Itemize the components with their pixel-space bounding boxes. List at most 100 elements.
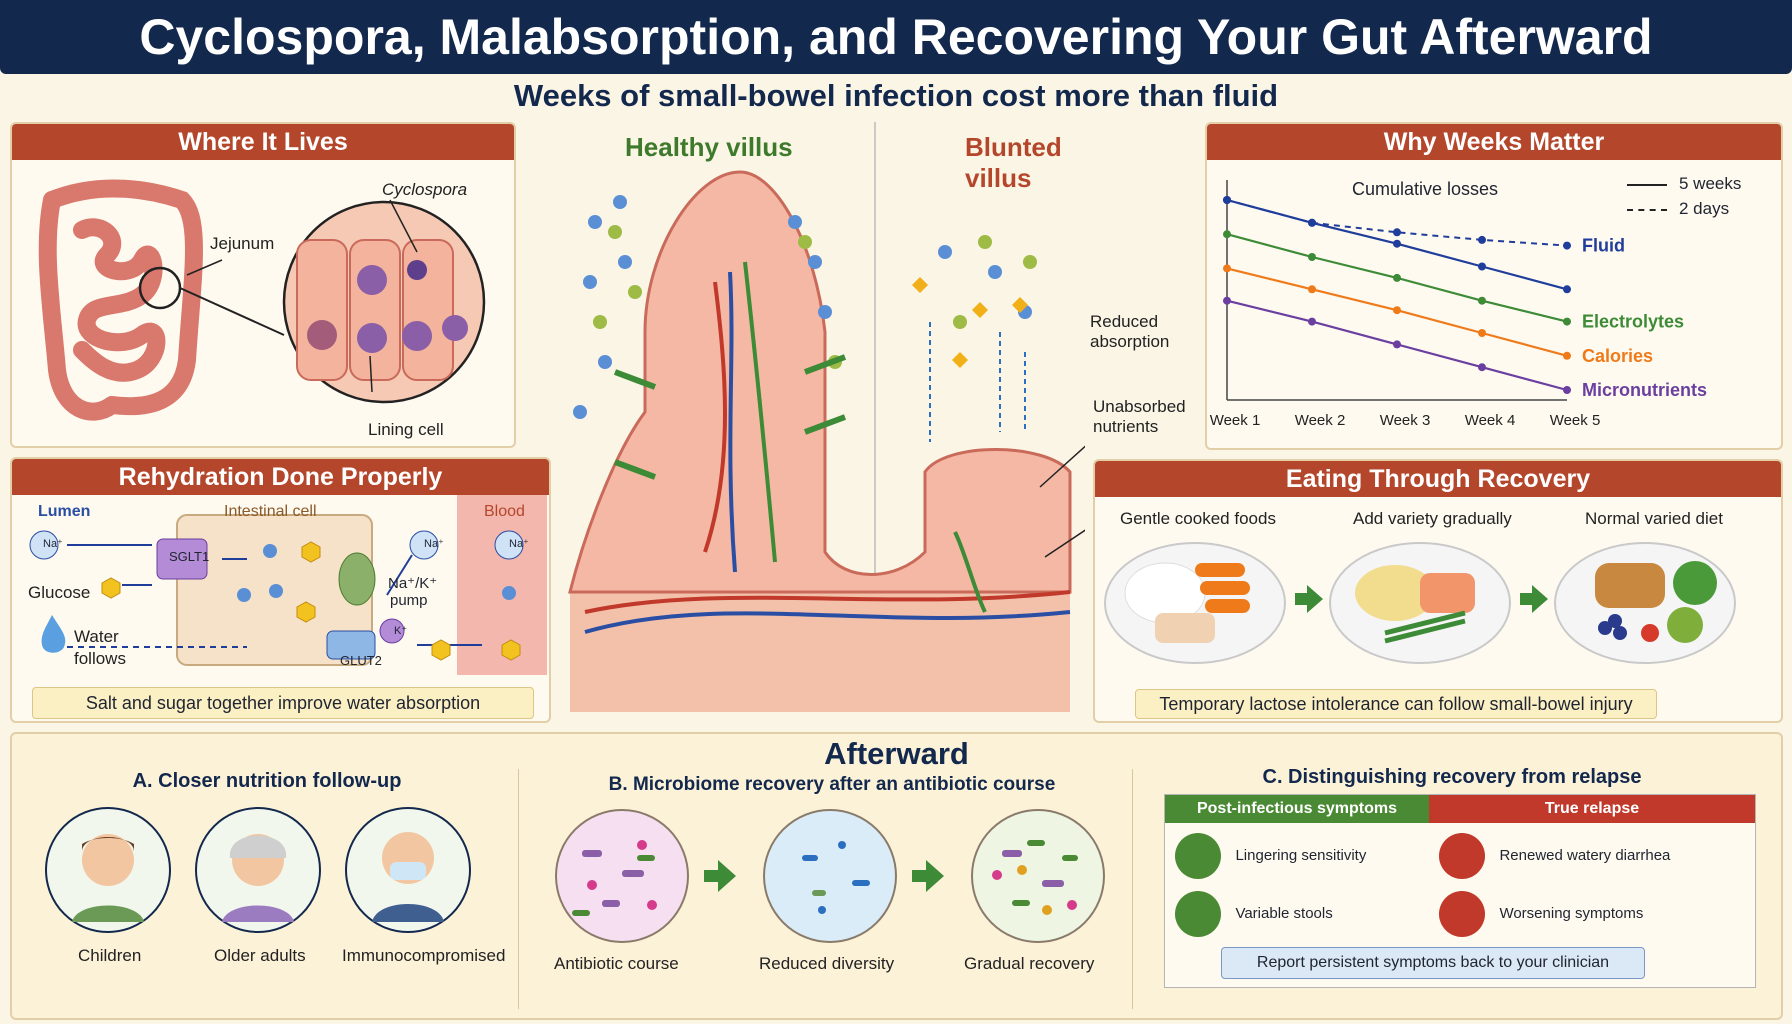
series-point	[1563, 317, 1571, 326]
intestine-icon	[1175, 833, 1221, 879]
k-ion: K⁺	[394, 625, 408, 637]
where-heading: Where It Lives	[12, 124, 514, 160]
intestine-illustration	[38, 179, 486, 421]
relapse-item-2-label: Worsening symptoms	[1499, 905, 1644, 923]
series-dashed-line-0	[1226, 199, 1568, 247]
group-children: Children	[78, 946, 142, 965]
na-blood: Na⁺	[509, 538, 529, 550]
chart-title: Cumulative losses	[1352, 179, 1499, 199]
series-dashed-point	[1393, 228, 1401, 237]
eating-panel: Eating Through Recovery Gentle cooked fo…	[1093, 459, 1783, 723]
divider-1	[518, 769, 519, 1009]
series-point	[1308, 285, 1316, 294]
series-point	[1308, 253, 1316, 261]
afterward-heading: Afterward	[824, 736, 969, 771]
glucose-label: Glucose	[28, 583, 91, 602]
pump-label-2: pump	[390, 592, 428, 609]
microbiome-illustration	[555, 809, 1105, 943]
series-point	[1393, 239, 1401, 248]
group-older: Older adults	[214, 946, 306, 965]
patient-groups	[45, 807, 471, 933]
stage-2-label: Add variety gradually	[1353, 509, 1512, 528]
x-tick-label: Week 3	[1380, 412, 1431, 429]
legend-dashed-label: 2 days	[1679, 199, 1730, 218]
c-title: C. Distinguishing recovery from relapse	[1262, 766, 1642, 788]
series-dashed-point	[1308, 218, 1316, 227]
series-point	[1308, 317, 1316, 326]
rehydration-panel: Rehydration Done Properly Lumen Intestin…	[10, 457, 551, 723]
x-tick-label: Week 2	[1295, 412, 1346, 429]
cell-label: Intestinal cell	[224, 503, 317, 520]
page-subtitle: Weeks of small-bowel infection cost more…	[513, 78, 1279, 113]
series-dashed-point	[1563, 241, 1571, 250]
series-point	[1478, 363, 1486, 372]
lining-cell-label: Lining cell	[368, 420, 444, 439]
divider-2	[1132, 769, 1133, 1009]
reduced-absorption-label: Reduced absorption	[1090, 312, 1170, 351]
cyclospora-label: Cyclospora	[382, 180, 468, 199]
relapse-head: True relapse	[1429, 795, 1755, 823]
blood-label: Blood	[484, 503, 525, 520]
legend-solid: 5 weeks	[1627, 174, 1741, 194]
series-point	[1478, 296, 1486, 305]
pump-label-1: Na⁺/K⁺	[388, 575, 438, 592]
relapse-item-2: Worsening symptoms	[1439, 891, 1643, 937]
group-immuno: Immunocompromised	[342, 946, 506, 965]
series-point	[1393, 340, 1401, 349]
legend-solid-label: 5 weeks	[1679, 174, 1742, 193]
post-item-1: Lingering sensitivity	[1175, 833, 1366, 879]
lumen-label: Lumen	[38, 503, 91, 520]
x-tick-label: Week 1	[1210, 412, 1261, 429]
series-point	[1478, 262, 1486, 271]
series-point	[1563, 351, 1571, 360]
post-item-2-label: Variable stools	[1235, 905, 1333, 923]
post-head: Post-infectious symptoms	[1165, 795, 1429, 823]
villus-panel: Healthy villus Blunted villus	[525, 112, 1186, 712]
series-label: Calories	[1582, 346, 1653, 366]
plates-illustration	[1104, 542, 1736, 664]
eating-note: Temporary lactose intolerance can follow…	[1135, 689, 1657, 719]
series-label: Fluid	[1582, 236, 1625, 256]
rehydration-note: Salt and sugar together improve water ab…	[32, 687, 534, 719]
toilet-icon	[1439, 833, 1485, 879]
sglt1-label: SGLT1	[169, 549, 210, 564]
relapse-table: Post-infectious symptoms True relapse Li…	[1164, 794, 1756, 988]
afterward-panel: Afterward A. Closer nutrition follow-up …	[10, 732, 1783, 1020]
series-point	[1393, 273, 1401, 282]
where-panel: Where It Lives Jejunum Cyclospora Lining…	[10, 122, 516, 448]
healthy-villus-label: Healthy villus	[625, 132, 793, 162]
stage-1-label: Gentle cooked foods	[1120, 509, 1276, 528]
legend-dashed: 2 days	[1627, 199, 1729, 219]
series-point	[1223, 264, 1231, 273]
stage-3-label: Normal varied diet	[1585, 509, 1723, 528]
series-point	[1223, 296, 1231, 305]
eating-heading: Eating Through Recovery	[1095, 461, 1781, 497]
series-point	[1393, 306, 1401, 315]
series-dashed-point	[1478, 235, 1486, 244]
micro-2: Reduced diversity	[759, 954, 895, 973]
page-title: Cyclospora, Malabsorption, and Recoverin…	[0, 0, 1792, 74]
glut2-label: GLUT2	[340, 653, 382, 668]
relapse-item-1: Renewed watery diarrhea	[1439, 833, 1670, 879]
series-label: Micronutrients	[1582, 380, 1707, 400]
series-point	[1563, 386, 1571, 394]
series-point	[1478, 329, 1486, 337]
series-label: Electrolytes	[1582, 312, 1684, 332]
report-box: Report persistent symptoms back to your …	[1221, 947, 1645, 979]
unabsorbed-nutrients-label: Unabsorbed nutrients	[1093, 397, 1186, 436]
na-lumen: Na⁺	[43, 538, 63, 550]
water-label: Water	[74, 627, 119, 646]
jejunum-label: Jejunum	[210, 234, 275, 253]
rehydration-heading: Rehydration Done Properly	[12, 459, 549, 495]
b-title: B. Microbiome recovery after an antibiot…	[608, 774, 1056, 795]
blunted-villus-label: Blunted villus	[965, 132, 1062, 193]
post-item-1-label: Lingering sensitivity	[1235, 847, 1367, 865]
a-title: A. Closer nutrition follow-up	[132, 770, 402, 792]
stomach-ache-icon	[1439, 891, 1485, 937]
na-cell: Na⁺	[424, 538, 444, 550]
stool-jar-icon	[1175, 891, 1221, 937]
micro-3: Gradual recovery	[964, 954, 1095, 973]
post-item-2: Variable stools	[1175, 891, 1333, 937]
rehydration-diagram	[29, 495, 547, 675]
